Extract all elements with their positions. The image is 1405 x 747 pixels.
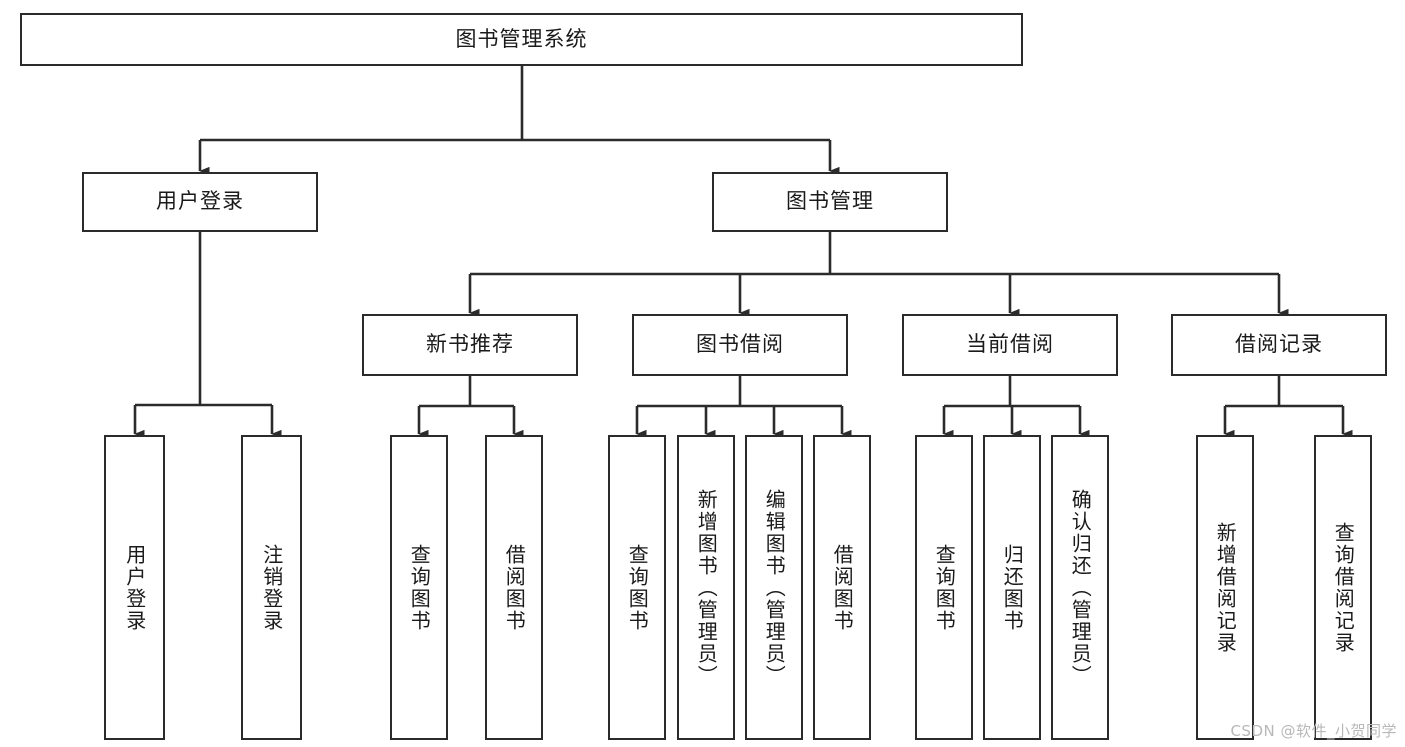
node-label-borrow-record: 借阅记录 — [1235, 332, 1323, 357]
node-root[interactable]: 图书管理系统 — [20, 13, 1023, 66]
node-new-book-rec[interactable]: 新书推荐 — [362, 314, 578, 376]
node-leaf-query-book-3[interactable]: 查询图书 — [915, 435, 973, 740]
connector-paths — [133, 66, 1353, 439]
node-label-current-borrow: 当前借阅 — [966, 332, 1054, 357]
node-label-leaf-user-login: 用户登录 — [122, 543, 147, 632]
node-leaf-return-book[interactable]: 归还图书 — [983, 435, 1041, 740]
node-label-leaf-return-book: 归还图书 — [1000, 543, 1025, 632]
node-leaf-confirm-return[interactable]: 确认归还（管理员） — [1051, 435, 1109, 740]
node-label-book-borrow: 图书借阅 — [696, 332, 784, 357]
node-leaf-query-record[interactable]: 查询借阅记录 — [1314, 435, 1372, 740]
node-leaf-borrow-book-2[interactable]: 借阅图书 — [813, 435, 871, 740]
node-current-borrow[interactable]: 当前借阅 — [902, 314, 1118, 376]
node-label-root: 图书管理系统 — [455, 26, 588, 51]
node-label-leaf-add-book: 新增图书（管理员） — [694, 488, 719, 687]
node-label-leaf-query-book-1: 查询图书 — [407, 543, 432, 632]
node-leaf-query-book-1[interactable]: 查询图书 — [390, 435, 448, 740]
node-leaf-borrow-book-1[interactable]: 借阅图书 — [485, 435, 543, 740]
node-leaf-add-record[interactable]: 新增借阅记录 — [1196, 435, 1254, 740]
node-label-leaf-add-record: 新增借阅记录 — [1213, 521, 1238, 654]
node-user-login[interactable]: 用户登录 — [82, 172, 318, 232]
node-label-leaf-logout: 注销登录 — [259, 543, 284, 632]
node-label-leaf-borrow-book-2: 借阅图书 — [830, 543, 855, 632]
watermark: CSDN @软件_小贺同学 — [1230, 722, 1397, 740]
node-label-leaf-query-book-3: 查询图书 — [932, 543, 957, 632]
node-label-leaf-confirm-return: 确认归还（管理员） — [1068, 488, 1093, 687]
node-label-leaf-edit-book: 编辑图书（管理员） — [762, 488, 787, 687]
node-leaf-user-login[interactable]: 用户登录 — [104, 435, 165, 740]
node-label-leaf-borrow-book-1: 借阅图书 — [502, 543, 527, 632]
node-leaf-add-book[interactable]: 新增图书（管理员） — [677, 435, 735, 740]
node-label-new-book-rec: 新书推荐 — [426, 332, 514, 357]
node-borrow-record[interactable]: 借阅记录 — [1171, 314, 1387, 376]
node-book-borrow[interactable]: 图书借阅 — [632, 314, 848, 376]
node-label-leaf-query-book-2: 查询图书 — [625, 543, 650, 632]
node-leaf-logout[interactable]: 注销登录 — [241, 435, 302, 740]
node-book-manage[interactable]: 图书管理 — [712, 172, 948, 232]
node-label-book-manage: 图书管理 — [786, 189, 874, 214]
node-label-user-login: 用户登录 — [156, 189, 244, 214]
node-leaf-edit-book[interactable]: 编辑图书（管理员） — [745, 435, 803, 740]
node-leaf-query-book-2[interactable]: 查询图书 — [608, 435, 666, 740]
node-label-leaf-query-record: 查询借阅记录 — [1331, 521, 1356, 654]
